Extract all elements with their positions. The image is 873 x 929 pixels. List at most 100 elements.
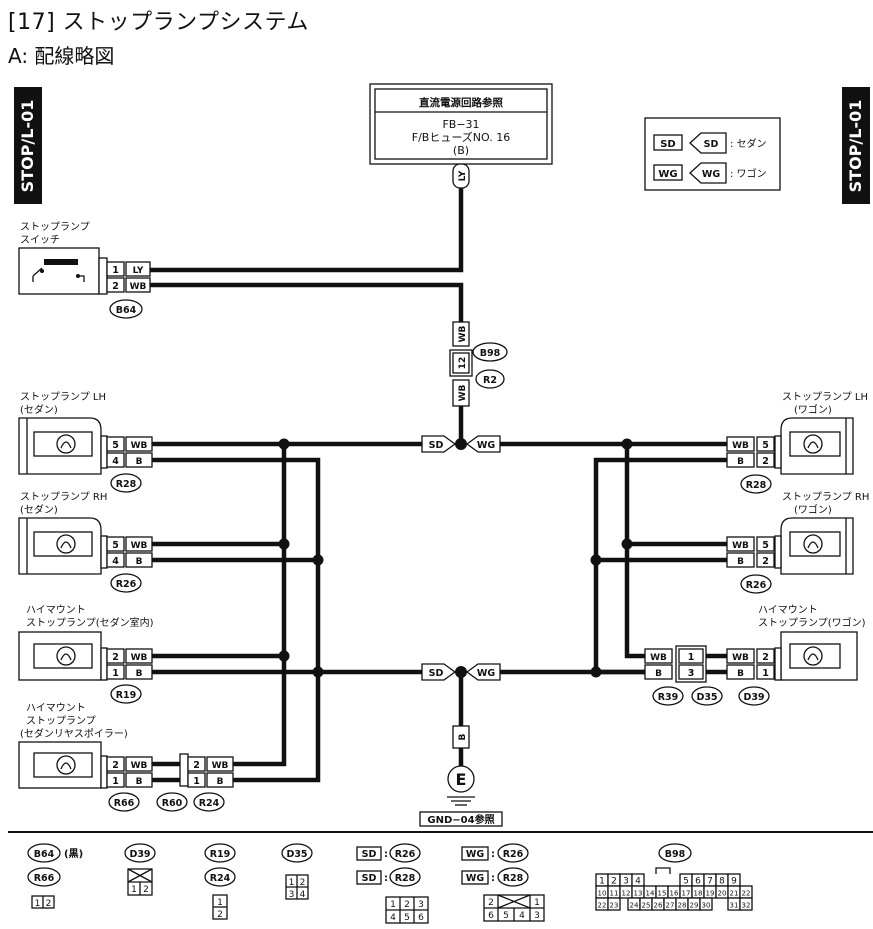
b98-pin-number: 22 [742, 890, 751, 898]
b98-pin-number: 29 [690, 902, 699, 910]
hm-sedan-in-label1: ハイマウント [26, 604, 86, 616]
footer-d39-pin1: 1 [131, 885, 137, 895]
footer-wg-r28: R28 [503, 873, 524, 884]
footer-b64: B64 [34, 849, 55, 860]
b98-pin-number: 12 [622, 890, 631, 898]
junction-arrows-bottom: SD WG [421, 663, 501, 681]
lh-wagon-b: B [737, 457, 744, 467]
rh-wagon-pin5: 5 [762, 540, 769, 551]
lh-wagon-pin5: 5 [762, 440, 769, 451]
footer-r24: R24 [210, 873, 231, 884]
lh-sedan-pin4: 4 [112, 456, 119, 467]
rh-wagon-label1: ストップランプ RH [782, 491, 869, 503]
b98-pin-number: 14 [646, 890, 655, 898]
b98-pin-number: 11 [610, 890, 619, 898]
rh-sedan-label1: ストップランプ RH [20, 491, 107, 503]
b98-pin-number: 15 [658, 890, 667, 898]
footer-sd-2: SD [362, 873, 377, 884]
footer-sd-pin2: 2 [404, 900, 410, 910]
hm-wagon-mid-pin1: 1 [688, 652, 695, 663]
power-box-line2: F/BヒューズNO. 16 [412, 130, 510, 144]
page-subtitle: A: 配線略図 [8, 44, 115, 68]
right-side-tab: STOP/L-01 [842, 87, 870, 204]
sw-pin-2: 2 [112, 281, 119, 292]
rh-sedan-pin5: 5 [112, 540, 119, 551]
stop-lamp-switch: ストップランプ スイッチ 1 2 LY WB B64 [18, 221, 151, 319]
footer-sd-pin5: 5 [404, 913, 410, 923]
footer-sd-r28: R28 [395, 873, 416, 884]
hm-wagon-mid-b: B [655, 669, 662, 679]
hm-spoiler-pin1: 1 [112, 776, 119, 787]
footer-sd-1: SD [362, 849, 377, 860]
legend-sd-arrow: SD [704, 139, 719, 150]
hm-spoiler-mid-b: B [217, 777, 224, 787]
arrow-bottom-sd: SD [429, 668, 444, 679]
b98-pin-number: 24 [630, 902, 639, 910]
footer-wg-colon-1: : [491, 849, 495, 860]
stop-lamp-rh-sedan: ストップランプ RH (セダン) 5 4 WB B R26 [18, 491, 153, 593]
lh-sedan-connector: R28 [116, 479, 137, 490]
wires [150, 185, 727, 783]
b98-pin-number: 23 [610, 902, 619, 910]
rh-wagon-connector: R26 [746, 580, 767, 591]
rh-sedan-connector: R26 [116, 579, 137, 590]
power-box-line1: FB−31 [442, 118, 479, 131]
hm-spoiler-b: B [136, 777, 143, 787]
sw-wire-ly: LY [133, 266, 144, 276]
footer-sd-colon-1: : [384, 849, 388, 860]
lh-sedan-pin5: 5 [112, 440, 119, 451]
b98-pin-number: 26 [654, 902, 663, 910]
legend: SD SD : セダン WG WG : ワゴン [644, 117, 781, 191]
footer-wg-pin5: 5 [503, 911, 509, 921]
lh-wagon-label1: ストップランプ LH [782, 391, 868, 403]
b98-pin-number: 5 [683, 877, 689, 887]
footer-b64-pin2: 2 [46, 899, 52, 909]
footer-wg-pin3: 3 [534, 911, 540, 921]
footer-d35-pin2: 2 [300, 878, 306, 888]
ground-e-label: E [456, 770, 467, 789]
footer-d35-pin4: 4 [300, 890, 306, 900]
power-source-box: 直流電源回路参照 FB−31 F/BヒューズNO. 16 (B) [369, 83, 553, 165]
rh-sedan-pin4: 4 [112, 556, 119, 567]
b98-wb-bottom: WB [458, 384, 468, 401]
b98-pin-number: 16 [670, 890, 679, 898]
stop-switch-connector: B64 [116, 305, 137, 316]
footer-sd-colon-2: : [384, 873, 388, 884]
b98-pin-number: 7 [707, 877, 713, 887]
footer-sd-pin3: 3 [418, 900, 424, 910]
footer-d39-pin2: 2 [143, 885, 149, 895]
stop-switch-label1: ストップランプ [20, 221, 90, 233]
footer-wg-pin1: 1 [534, 898, 540, 908]
lh-sedan-label2: (セダン) [20, 403, 58, 416]
legend-sd-text: : セダン [730, 137, 767, 150]
hm-spoiler-pin2: 2 [112, 760, 119, 771]
hm-wagon-connector1: R39 [658, 692, 679, 703]
footer-connector-views: B64 (黒) R66 1 2 D39 1 2 R19 R24 1 2 D35 … [27, 843, 753, 924]
rh-sedan-b: B [136, 557, 143, 567]
footer-wg-pin2: 2 [488, 898, 494, 908]
hm-spoiler-connector3: R24 [199, 798, 220, 809]
hm-wagon-label1: ハイマウント [758, 604, 818, 616]
hm-wagon-pin2: 2 [762, 652, 769, 663]
hm-spoiler-mid-pin1: 1 [193, 776, 200, 787]
hm-sedan-in-b: B [136, 669, 143, 679]
hm-wagon-mid-wb: WB [650, 653, 667, 663]
b98-pin-number: 18 [694, 890, 703, 898]
lh-sedan-b: B [136, 457, 143, 467]
footer-wg-pin4: 4 [519, 911, 525, 921]
b98-pin-number: 17 [682, 890, 691, 898]
high-mount-lamp-wagon: ハイマウント ストップランプ(ワゴン) 2 1 WB B WB B 1 3 R3… [644, 604, 866, 706]
junction-dots [278, 438, 633, 678]
sw-wire-wb: WB [130, 282, 147, 292]
high-mount-lamp-sedan-spoiler: ハイマウント ストップランプ (セダンリヤスポイラー) 2 1 WB B 2 1… [18, 702, 234, 812]
hm-sedan-in-pin1: 1 [112, 668, 119, 679]
b98-pin-number: 19 [706, 890, 715, 898]
hm-sedan-in-label2: ストップランプ(セダン室内) [26, 616, 154, 629]
hm-wagon-wb: WB [732, 653, 749, 663]
ground-ref-label: GND−04参照 [427, 813, 494, 826]
hm-spoiler-connector2: R60 [162, 798, 183, 809]
b98-pin-number: 4 [635, 877, 641, 887]
left-side-tab: STOP/L-01 [14, 87, 42, 204]
